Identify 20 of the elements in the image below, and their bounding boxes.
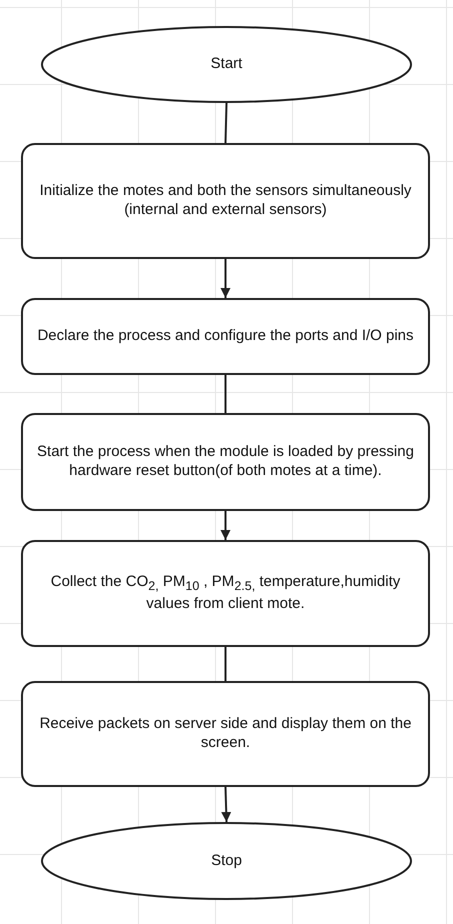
terminal-ellipse (41, 26, 412, 103)
step-text: Initialize the motes and both the sensors simultaneously (internal and external sensors) (38, 182, 412, 220)
process-box (21, 413, 430, 511)
arrow (220, 511, 230, 540)
step-text: Declare the process and configure the ports and I/O pins (37, 327, 414, 346)
step-text: Receive packets on server side and display them on the screen. (38, 715, 412, 753)
step-text: Start (210, 55, 242, 74)
terminal-ellipse (41, 822, 412, 900)
process-box (21, 681, 430, 787)
connector-line (224, 647, 226, 681)
arrow (220, 259, 230, 298)
process-box (21, 143, 430, 259)
process-box (21, 540, 430, 647)
connector-line (224, 375, 226, 413)
step-text: Collect the CO$_{2,}$ PM$_{10}$ , PM$_{2.5,}$ temperature,humidity values from client mote. (50, 573, 402, 614)
process-box (21, 298, 430, 375)
step-text: Start the process when the module is loaded by pressing hardware reset button(of both motes at a time). (36, 443, 415, 481)
arrow (221, 786, 232, 822)
connector-line (224, 102, 228, 144)
step-text: Stop (211, 852, 242, 870)
